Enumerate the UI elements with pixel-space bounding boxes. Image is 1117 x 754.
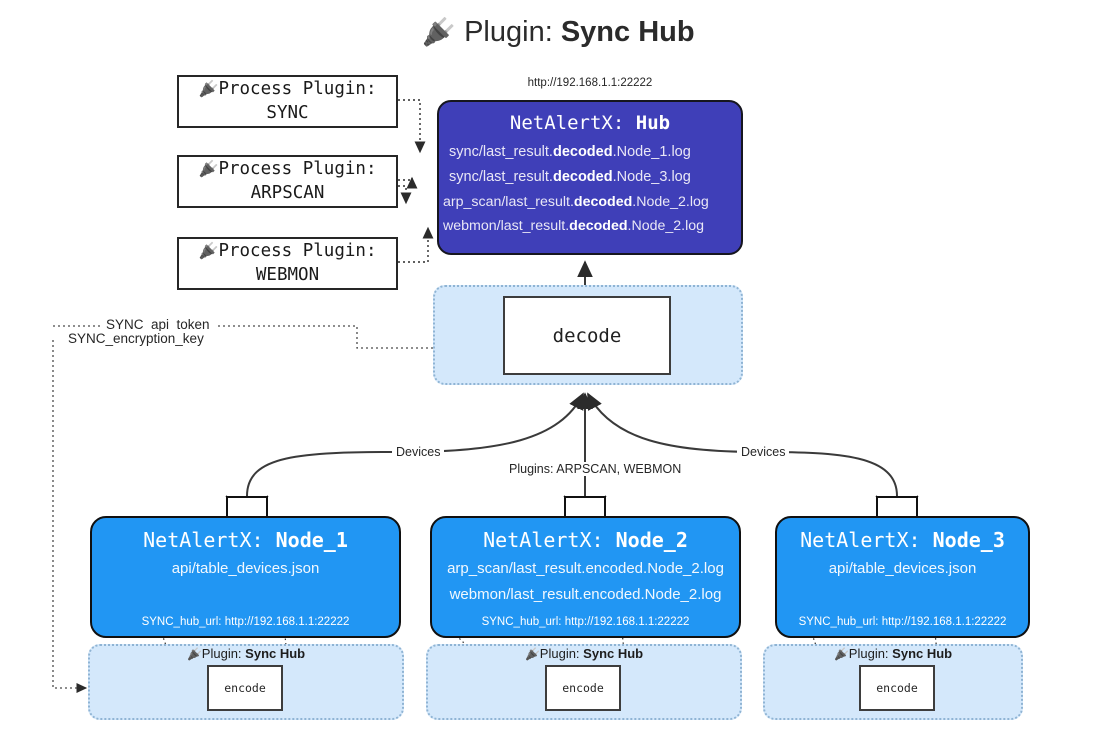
node-1-line-1: api/table_devices.json	[171, 560, 320, 577]
sync-api-token-label: SYNC_api_token	[101, 317, 215, 332]
plug-icon: 🔌	[422, 17, 457, 47]
plug-icon: 🔌	[186, 647, 202, 661]
edge-webmon-to-hub	[398, 226, 434, 263]
hub-log-1: sync/last_result.decoded.Node_1.log	[449, 144, 691, 160]
encode-plugin-label-node-1: 🔌Plugin: Sync Hub	[186, 646, 306, 661]
node-2-title: NetAlertX: Node_2	[483, 528, 688, 552]
node-2-line-1: arp_scan/last_result.encoded.Node_2.log	[447, 560, 724, 577]
plug-icon: 🔌	[524, 647, 540, 661]
page-title: 🔌 Plugin: Sync Hub	[0, 16, 1117, 49]
process-plugin-arpscan[interactable]: 🔌Process Plugin: ARPSCAN	[177, 155, 398, 208]
edge-label-center-plugins: Plugins: ARPSCAN, WEBMON	[505, 462, 686, 476]
process-plugin-sync-line1: 🔌Process Plugin:	[198, 78, 377, 99]
plug-icon: 🔌	[198, 242, 219, 260]
encode-box-node-3[interactable]: encode	[859, 665, 935, 711]
node-1-hub-url: SYNC_hub_url: http://192.168.1.1:22222	[141, 616, 350, 628]
edge-arpscan-to-hub-b	[398, 185, 412, 205]
node-3-line-1: api/table_devices.json	[828, 560, 977, 577]
process-plugin-arpscan-name: ARPSCAN	[250, 182, 325, 203]
edge-arpscan-to-hub-a	[398, 176, 418, 189]
page-title-prefix: Plugin:	[464, 16, 553, 48]
edge-encryption-key-to-encode-band	[52, 340, 88, 694]
edge-label-right-devices: Devices	[737, 445, 790, 459]
node-box-node-3[interactable]: NetAlertX: Node_3 api/table_devices.json…	[775, 516, 1030, 638]
hub-title: NetAlertX: Hub	[509, 112, 671, 134]
node-2-line-2: webmon/last_result.encoded.Node_2.log	[449, 586, 722, 604]
edge-sync-to-hub	[398, 99, 426, 154]
edge-label-left-devices: Devices	[392, 445, 445, 459]
process-plugin-webmon-name: WEBMON	[255, 264, 320, 285]
node-3-hub-url: SYNC_hub_url: http://192.168.1.1:22222	[798, 616, 1007, 628]
decode-box[interactable]: decode	[503, 296, 671, 375]
encode-plugin-label-node-3: 🔌Plugin: Sync Hub	[833, 646, 953, 661]
hub-log-4: webmon/last_result.decoded.Node_2.log	[443, 218, 705, 235]
plug-icon: 🔌	[198, 80, 219, 98]
hub-url-label: http://192.168.1.1:22222	[527, 77, 653, 89]
encode-box-node-2[interactable]: encode	[545, 665, 621, 711]
process-plugin-sync-name: SYNC	[266, 102, 309, 123]
process-plugin-arpscan-line1: 🔌Process Plugin:	[198, 158, 377, 179]
plug-icon: 🔌	[198, 160, 219, 178]
process-plugin-webmon[interactable]: 🔌Process Plugin: WEBMON	[177, 237, 398, 290]
node-3-title: NetAlertX: Node_3	[800, 528, 1005, 552]
encode-plugin-label-node-2: 🔌Plugin: Sync Hub	[524, 646, 644, 661]
node-box-node-2[interactable]: NetAlertX: Node_2 arp_scan/last_result.e…	[430, 516, 741, 638]
plug-icon: 🔌	[833, 647, 849, 661]
sync-encryption-key-label: SYNC_encryption_key	[63, 331, 209, 346]
encode-box-node-1[interactable]: encode	[207, 665, 283, 711]
node-box-node-1[interactable]: NetAlertX: Node_1 api/table_devices.json…	[90, 516, 401, 638]
hub-log-2: sync/last_result.decoded.Node_3.log	[449, 168, 691, 185]
process-plugin-webmon-line1: 🔌Process Plugin:	[198, 240, 377, 261]
node-2-hub-url: SYNC_hub_url: http://192.168.1.1:22222	[481, 616, 690, 628]
hub-node[interactable]: NetAlertX: Hub sync/last_result.decoded.…	[437, 100, 743, 255]
node-1-title: NetAlertX: Node_1	[143, 528, 348, 552]
process-plugin-sync[interactable]: 🔌Process Plugin: SYNC	[177, 75, 398, 128]
page-title-name: Sync Hub	[560, 16, 695, 48]
hub-log-3: arp_scan/last_result.decoded.Node_2.log	[443, 193, 709, 210]
